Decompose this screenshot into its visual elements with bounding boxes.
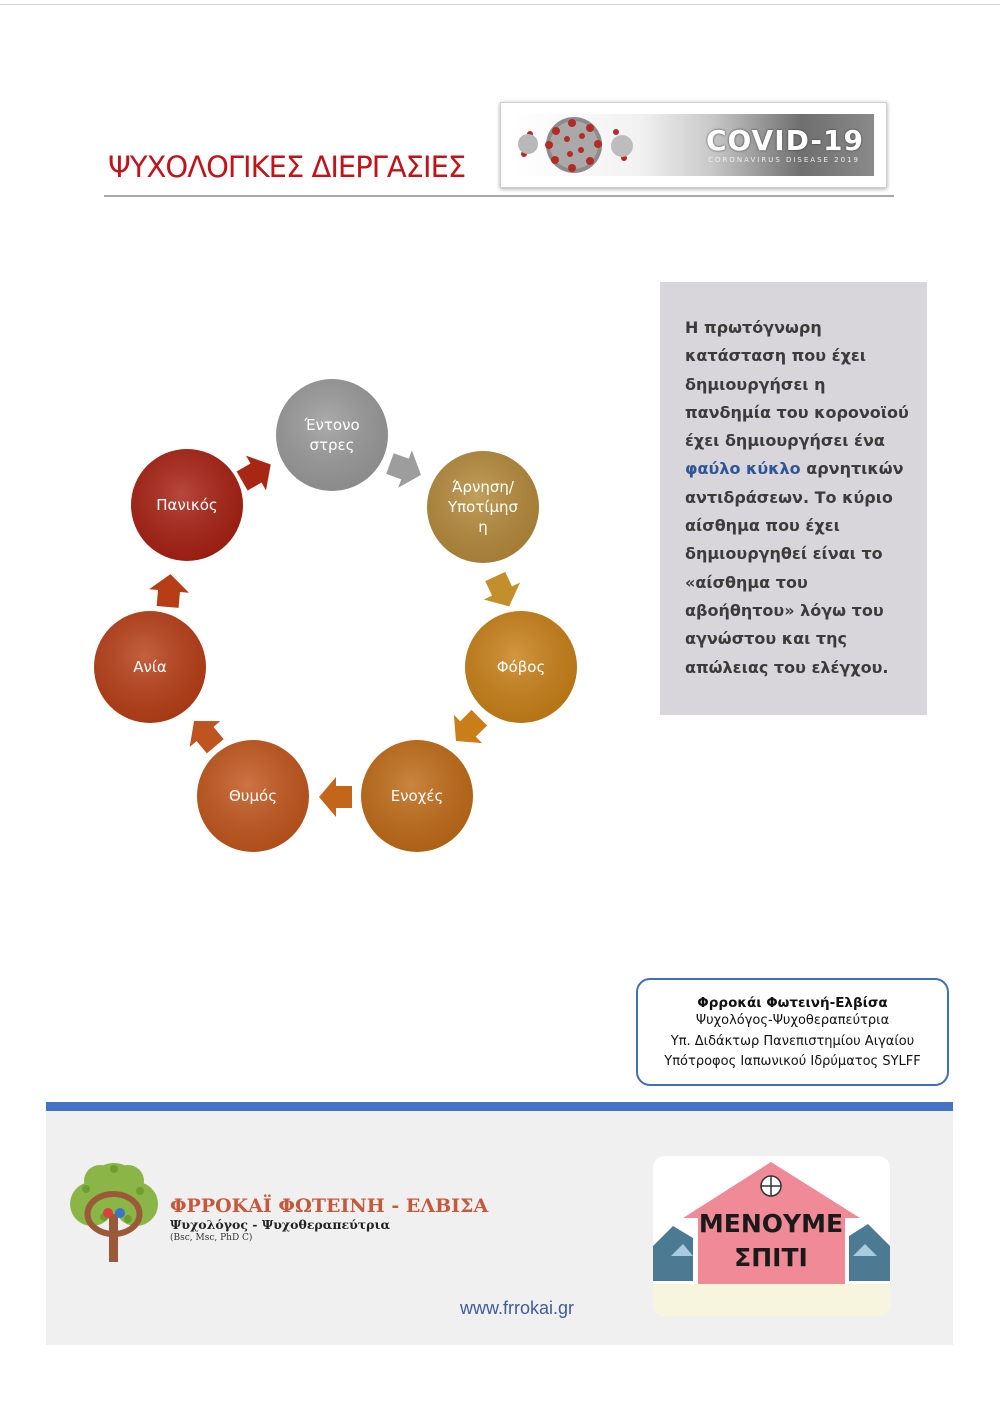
top-rule xyxy=(0,4,1000,5)
stay-home-badge: ΜΕΝΟΥΜΕ ΣΠΙΤΙ xyxy=(653,1156,890,1316)
cycle-node-shade xyxy=(197,740,309,852)
covid-subtitle: CORONAVIRUS DISEASE 2019 xyxy=(708,156,860,164)
cycle-node: Φόβος xyxy=(465,611,577,723)
cycle-node-shade xyxy=(361,740,473,852)
cycle-node-label: Ενοχές xyxy=(391,787,444,805)
cycle-node-label: Θυμός xyxy=(229,787,277,805)
footer-role: Ψυχολόγος - Ψυχοθεραπεύτρια xyxy=(170,1217,391,1232)
cycle-node: Θυμός xyxy=(197,740,309,852)
author-title: Ψυχολόγος-Ψυχοθεραπεύτρια xyxy=(695,1013,890,1028)
arrow-icon xyxy=(483,571,521,607)
arrow-icon xyxy=(236,455,271,491)
footer-accent-bar xyxy=(46,1102,953,1111)
arrow-icon xyxy=(319,777,352,817)
cycle-node-label: στρες xyxy=(310,436,355,454)
cycle-node-shade xyxy=(465,611,577,723)
cycle-node-label: Φόβος xyxy=(497,658,546,676)
arrow-icon xyxy=(149,574,189,608)
cycle-node-shade xyxy=(131,449,243,561)
info-text-before: Η πρωτόγνωρη κατάσταση που έχει δημιουργ… xyxy=(685,318,909,451)
cycle-node-label: Πανικός xyxy=(156,496,217,514)
footer: ΦΡΡΟΚΑΪ ΦΩΤΕΙΝΗ - ΕΛΒΙΣΑ Ψυχολόγος - Ψυχ… xyxy=(46,1111,953,1345)
cycle-node-label: Έντονο xyxy=(303,416,359,434)
cycle-node-label: Άρνηση/ xyxy=(452,478,515,496)
arrow-icon xyxy=(189,720,224,754)
info-highlight: φαύλο κύκλο xyxy=(685,459,801,479)
info-text: Η πρωτόγνωρη κατάσταση που έχει δημιουργ… xyxy=(685,314,910,682)
cycle-node-shade xyxy=(276,379,388,491)
cycle-node: Άρνηση/Υποτίμησ η xyxy=(427,451,539,563)
cycle-node: Πανικός xyxy=(131,449,243,561)
covid-title: COVID-19 xyxy=(705,124,864,157)
author-name: Φρροκάι Φωτεινή-Ελβίσα xyxy=(697,995,888,1011)
info-box: Η πρωτόγνωρη κατάσταση που έχει δημιουργ… xyxy=(660,282,927,715)
covid-banner-image: COVID-19 CORONAVIRUS DISEASE 2019 xyxy=(512,114,874,176)
footer-degrees: (Bsc, Msc, PhD C) xyxy=(170,1233,253,1243)
cycle-arrows xyxy=(149,450,521,817)
info-text-after: αρνητικών αντιδράσεων. Το κύριο αίσθημα … xyxy=(685,459,904,677)
cycle-node-label: Υποτίμησ xyxy=(447,498,519,516)
author-card: Φρροκάι Φωτεινή-Ελβίσα Ψυχολόγος-Ψυχοθερ… xyxy=(636,978,949,1086)
author-scholarship: Υπότροφος Ιαπωνικού Ιδρύματος SYLFF xyxy=(664,1054,921,1069)
cycle-node-shade xyxy=(94,611,206,723)
footer-brand: ΦΡΡΟΚΑΪ ΦΩΤΕΙΝΗ - ΕΛΒΙΣΑ xyxy=(170,1195,489,1217)
badge-line1: ΜΕΝΟΥΜΕ xyxy=(699,1209,843,1238)
title-divider xyxy=(104,195,894,197)
cycle-node: Έντονο στρες xyxy=(276,379,388,491)
covid-banner: COVID-19 CORONAVIRUS DISEASE 2019 xyxy=(500,102,887,188)
virus-icon xyxy=(518,117,633,173)
cycle-node: Ενοχές xyxy=(361,740,473,852)
cycle-node-label: η xyxy=(478,518,488,536)
author-affiliation: Υπ. Διδάκτωρ Πανεπιστημίου Αιγαίου xyxy=(670,1033,915,1049)
website-link[interactable]: www.frrokai.gr xyxy=(460,1298,575,1318)
cycle-node: Ανία xyxy=(94,611,206,723)
arrow-icon xyxy=(386,450,421,488)
page-title: ΨΥΧΟΛΟΓΙΚΕΣ ΔΙΕΡΓΑΣΙΕΣ xyxy=(108,150,466,184)
tree-logo-icon xyxy=(70,1163,158,1262)
cycle-node-shade xyxy=(427,451,539,563)
cycle-node-label: Ανία xyxy=(133,658,167,676)
arrow-icon xyxy=(453,709,488,744)
badge-line2: ΣΠΙΤΙ xyxy=(734,1243,808,1272)
